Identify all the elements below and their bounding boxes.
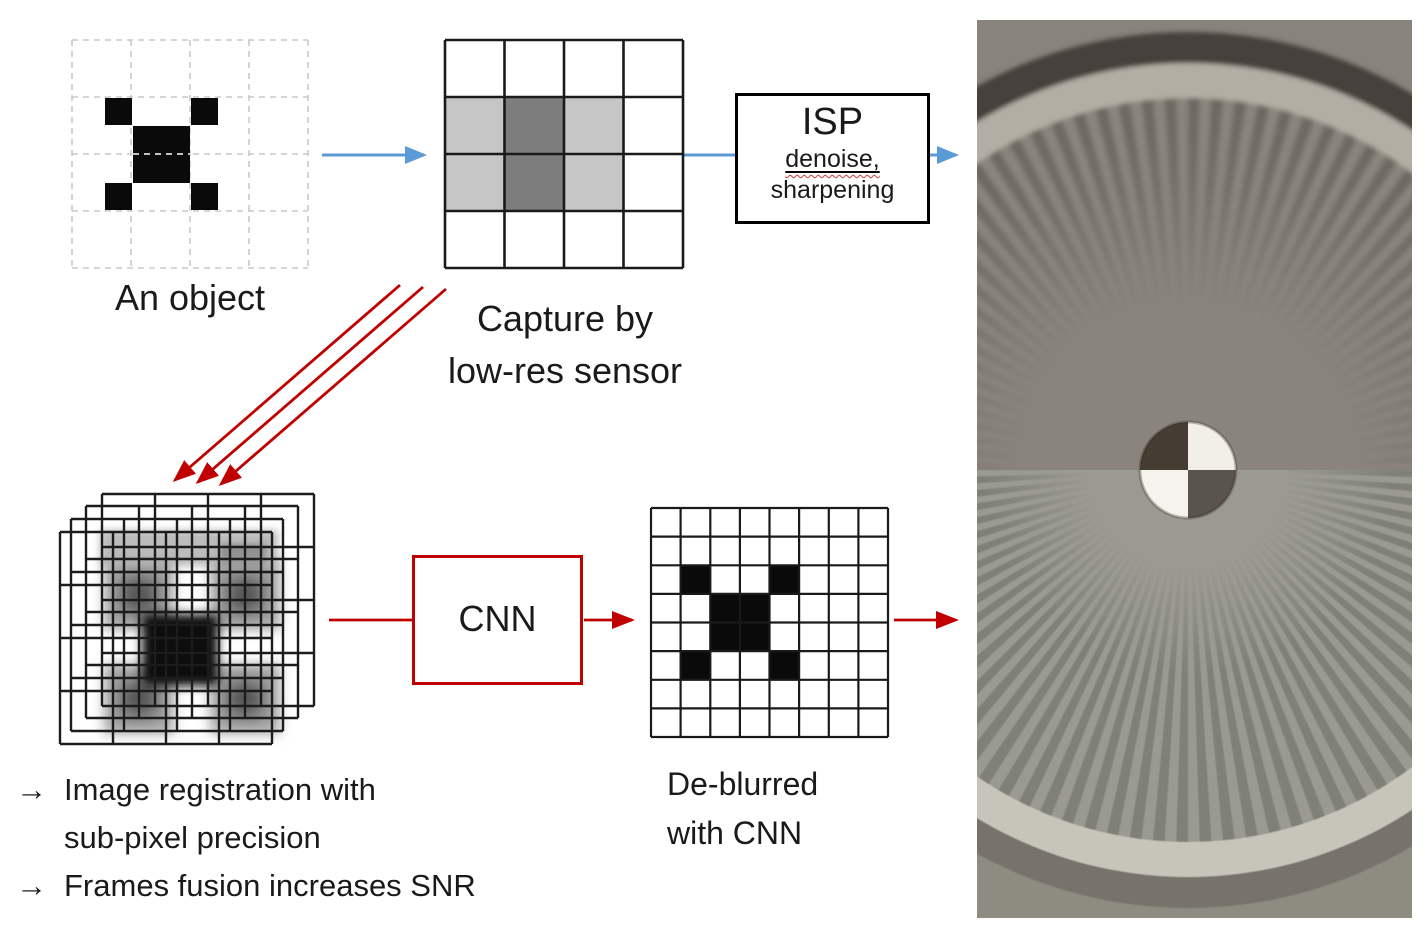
sensor-caption: Capture by low-res sensor	[395, 293, 735, 397]
isp-sub-denoise: denoise,	[785, 145, 880, 173]
object-caption: An object	[114, 277, 266, 318]
note-text-continued: sub-pixel precision	[64, 820, 321, 855]
deblurred-caption-line2: with CNN	[667, 815, 803, 851]
deblurred-caption-line1: De-blurred	[667, 766, 819, 802]
note-item-registration: → Image registration with	[16, 766, 576, 814]
note-text: Frames fusion increases SNR	[64, 868, 476, 903]
sensor-caption-line2: low-res sensor	[447, 350, 683, 391]
isp-sub-sharpening: sharpening	[770, 176, 895, 204]
sensor-caption-line1: Capture by	[476, 298, 654, 339]
note-arrow-icon: →	[16, 868, 47, 903]
deblurred-caption: De-blurred with CNN	[667, 760, 927, 858]
cnn-label: CNN	[458, 598, 537, 639]
isp-title: ISP	[801, 101, 864, 143]
note-text: Image registration with	[64, 772, 376, 807]
notes-list: → Image registration with sub-pixel prec…	[16, 766, 576, 910]
cnn-box: CNN	[412, 555, 583, 685]
note-arrow-icon: →	[16, 772, 47, 807]
note-item-fusion: → Frames fusion increases SNR	[16, 862, 576, 910]
isp-box: ISP denoise, sharpening	[735, 93, 930, 224]
